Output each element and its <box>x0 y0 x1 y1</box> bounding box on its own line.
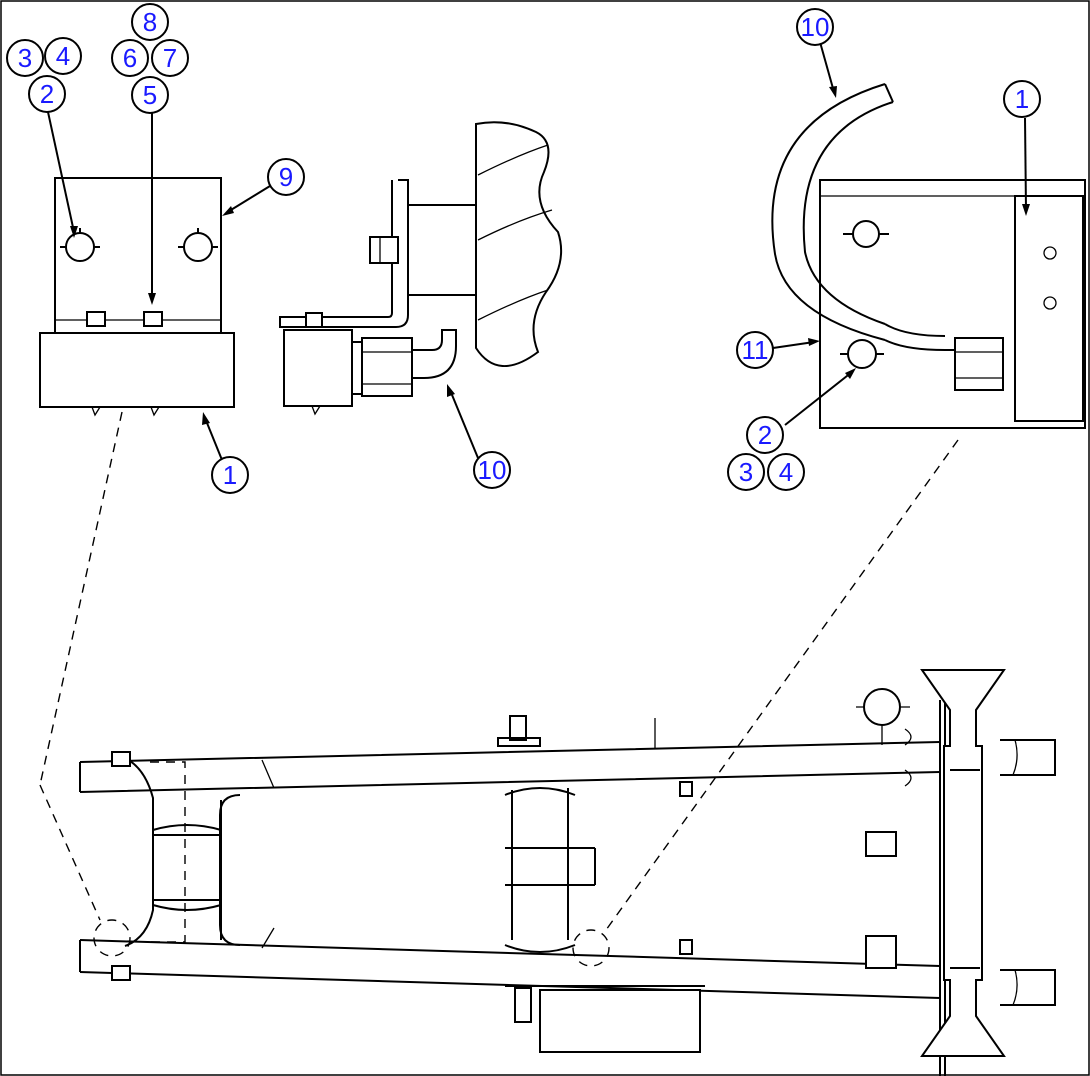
svg-text:9: 9 <box>279 162 293 192</box>
bolt-left <box>60 228 100 262</box>
svg-text:4: 4 <box>56 41 70 71</box>
svg-text:4: 4 <box>779 457 793 487</box>
leader-2-a <box>47 111 75 233</box>
detail-b-bracket <box>279 121 563 416</box>
svg-text:3: 3 <box>739 457 753 487</box>
callout-3-c: 3 <box>727 453 765 491</box>
svg-text:11: 11 <box>742 335 769 365</box>
detail-c-pointer <box>605 439 959 931</box>
callout-7-a: 7 <box>151 39 189 77</box>
detail-c-bracket <box>771 83 1086 429</box>
svg-text:7: 7 <box>163 43 177 73</box>
leader-10-b <box>449 389 479 459</box>
svg-text:2: 2 <box>40 79 54 109</box>
svg-text:10: 10 <box>478 455 507 485</box>
svg-text:5: 5 <box>143 80 157 110</box>
svg-text:6: 6 <box>123 43 137 73</box>
svg-text:2: 2 <box>758 420 772 450</box>
svg-text:8: 8 <box>143 7 157 37</box>
leader-1-c <box>1024 117 1027 211</box>
callout-10-c: 10 <box>796 8 834 46</box>
leader-2-c <box>784 371 853 426</box>
svg-text:1: 1 <box>223 460 237 490</box>
callout-5-a: 5 <box>131 76 169 114</box>
leader-1-a <box>204 417 223 461</box>
callout-4-c: 4 <box>767 453 805 491</box>
callout-8-a: 8 <box>131 3 169 41</box>
callout-4-a: 4 <box>44 37 82 75</box>
svg-text:3: 3 <box>18 43 32 73</box>
leader-10-c <box>819 41 835 93</box>
detail-a-location <box>93 919 131 957</box>
detail-a-bracket <box>39 177 235 417</box>
callout-2-a: 2 <box>28 75 66 113</box>
detail-c-location <box>572 929 610 967</box>
leader-11-c <box>772 341 815 349</box>
callout-1-a: 1 <box>211 456 249 494</box>
svg-text:1: 1 <box>1015 84 1029 114</box>
leader-9-a <box>225 185 271 214</box>
svg-text:10: 10 <box>801 12 830 42</box>
callout-11-c: 11 <box>736 331 774 369</box>
callout-6-a: 6 <box>111 39 149 77</box>
callout-9-a: 9 <box>267 158 305 196</box>
callout-1-c: 1 <box>1003 80 1041 118</box>
bolt-right <box>178 228 218 262</box>
callout-3-a: 3 <box>6 39 44 77</box>
callout-10-b: 10 <box>473 451 511 489</box>
frame-assembly <box>79 669 1056 1076</box>
callout-2-c: 2 <box>746 416 784 454</box>
